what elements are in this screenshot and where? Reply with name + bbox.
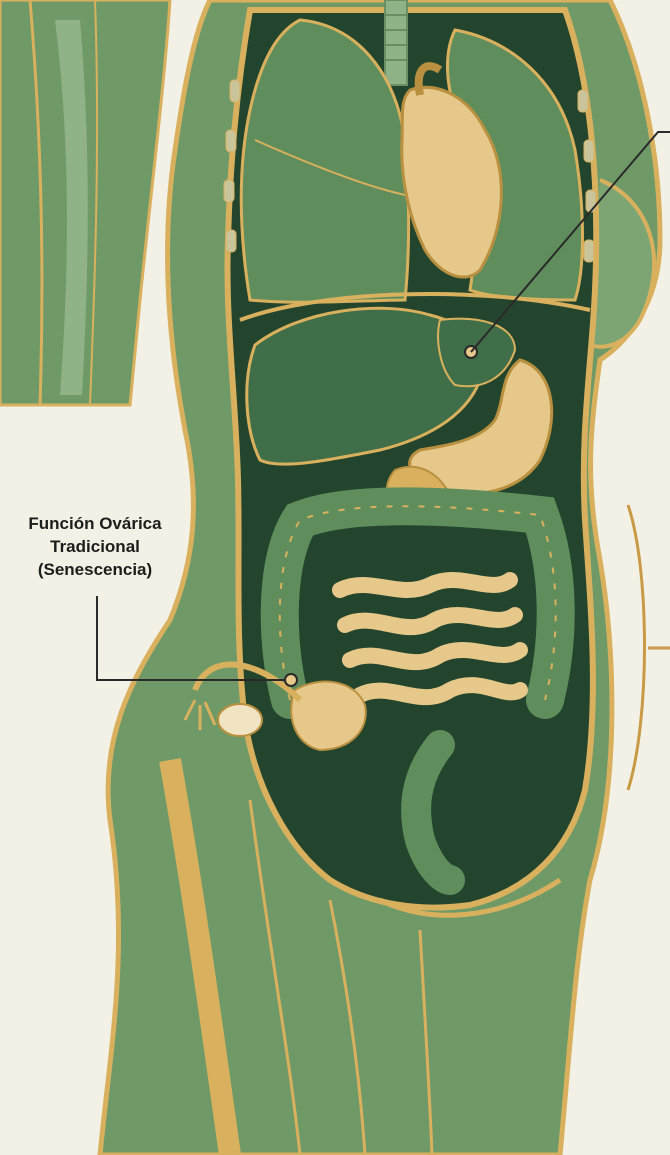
callout-point-marker: [285, 674, 297, 686]
callout-label-ovarian-function: Función Ovárica Tradicional (Senescencia…: [10, 512, 180, 581]
ovary: [218, 704, 262, 736]
callout-label-line: (Senescencia): [10, 558, 180, 581]
callout-label-line: Tradicional: [10, 535, 180, 558]
bracket: [628, 505, 645, 790]
trachea: [385, 0, 407, 85]
callout-label-line: Función Ovárica: [10, 512, 180, 535]
